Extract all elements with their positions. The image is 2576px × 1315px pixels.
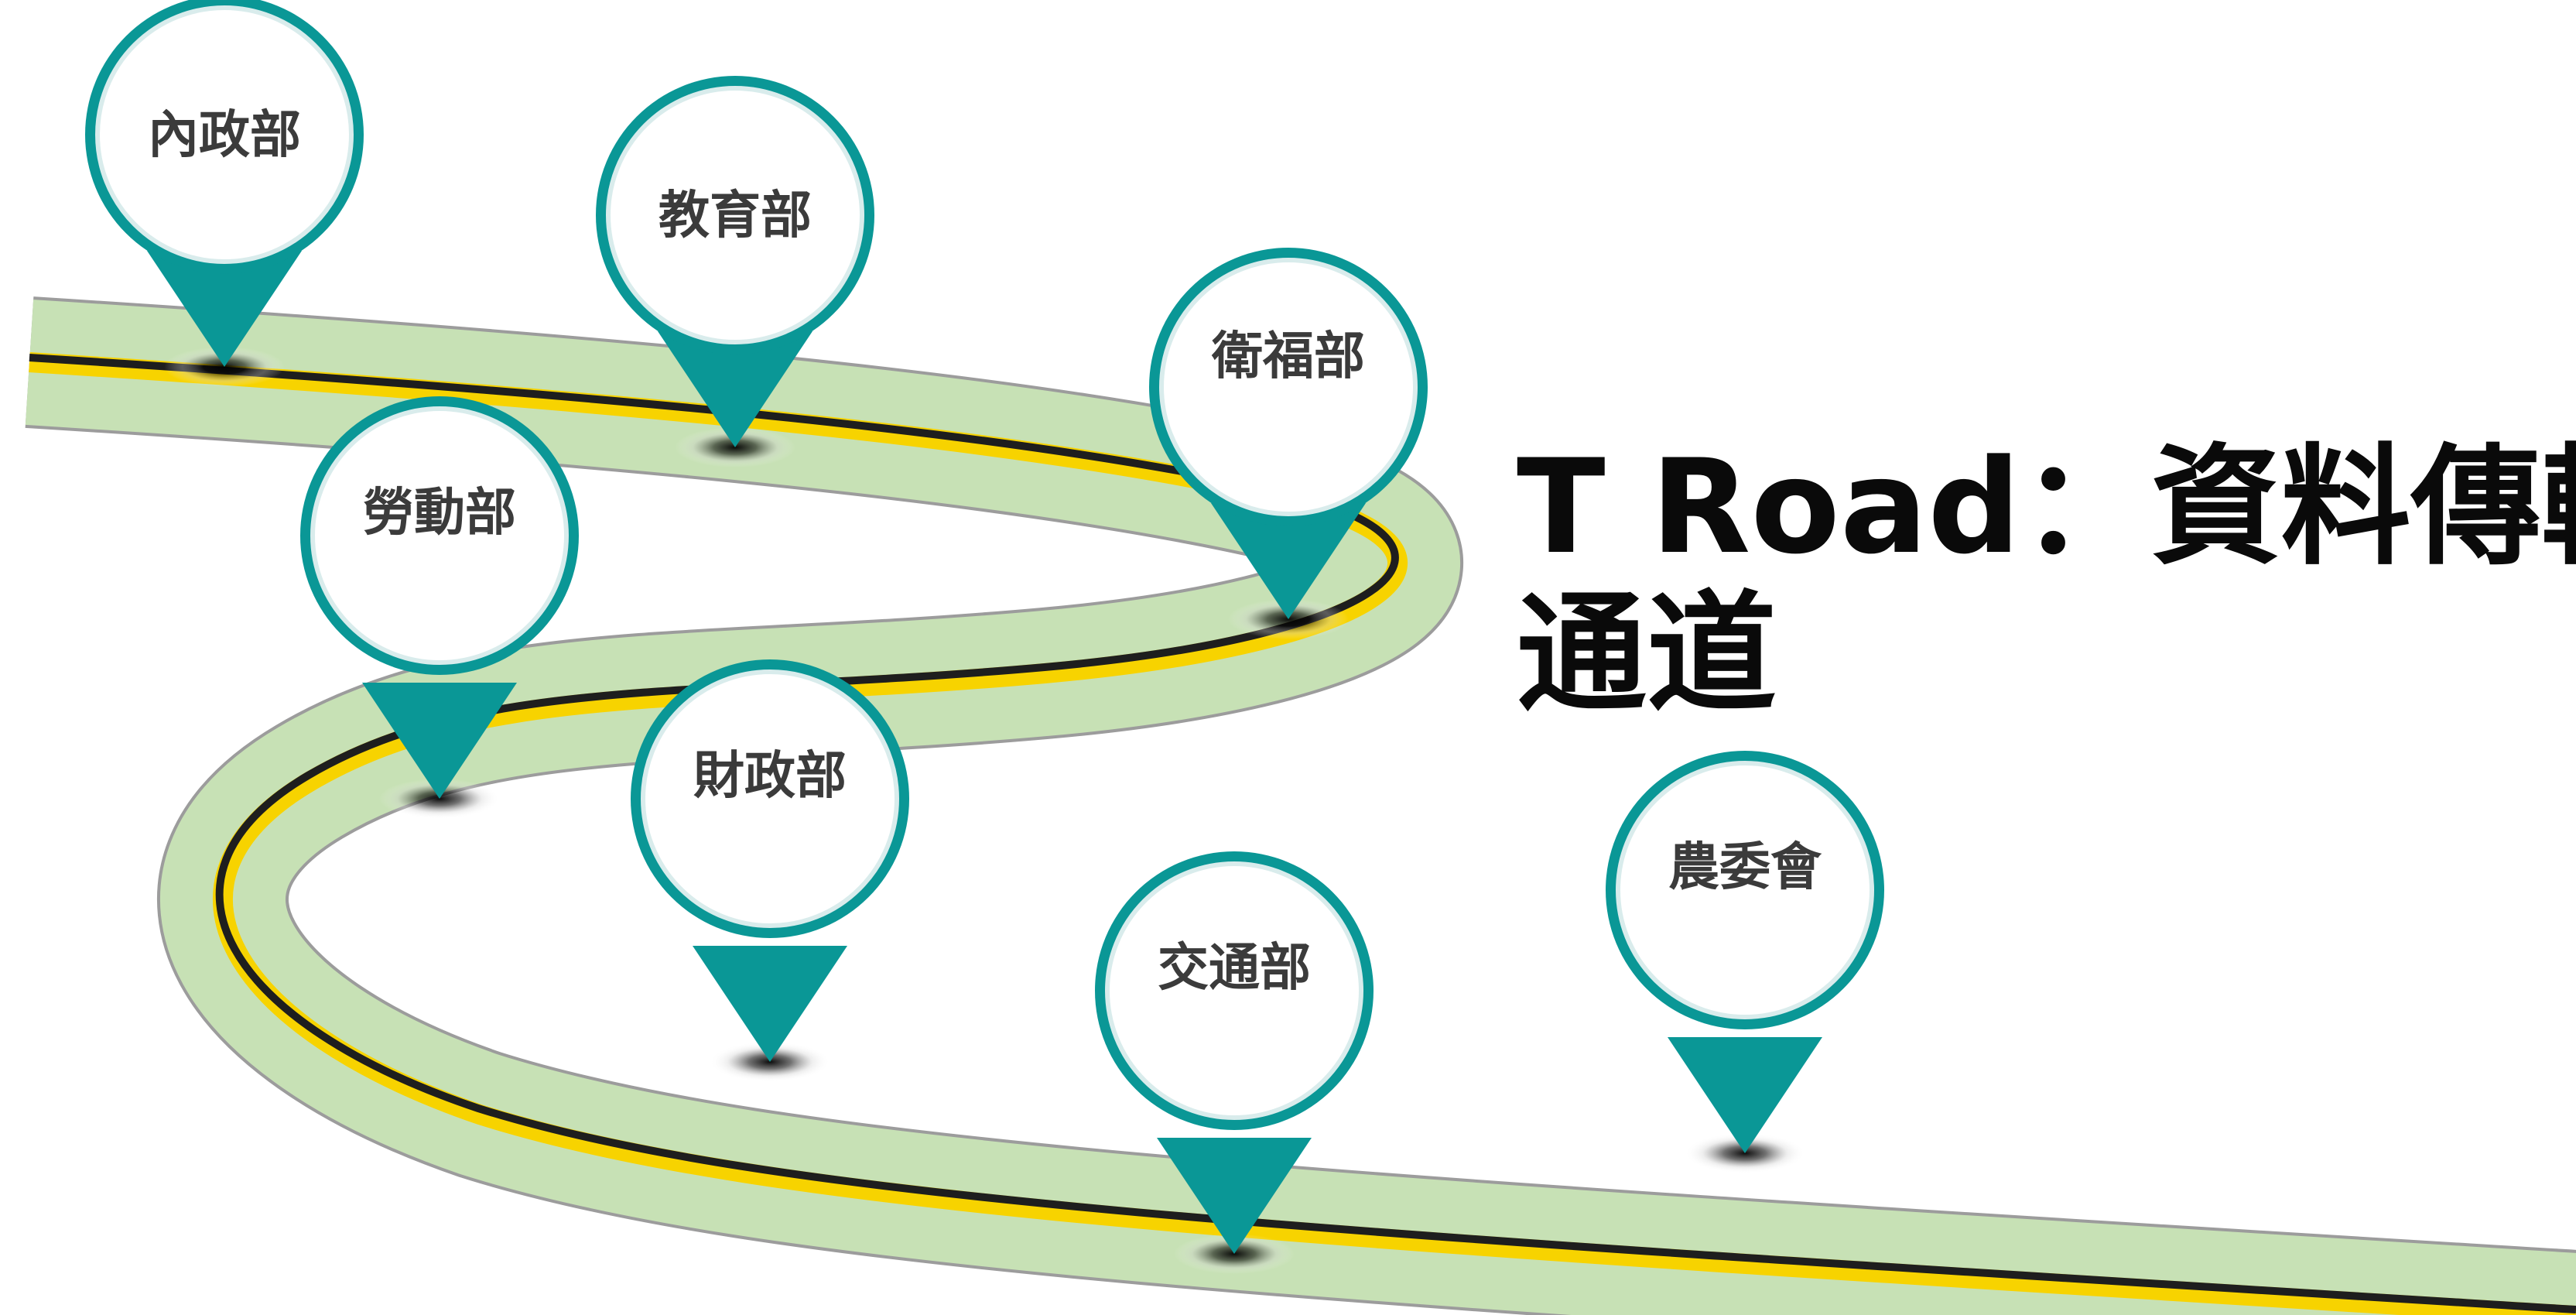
marker-label: 教育部 bbox=[659, 186, 812, 245]
road-center-line-dark bbox=[29, 354, 2576, 1313]
marker-face bbox=[310, 406, 569, 665]
location-marker-moi[interactable]: 內政部 bbox=[85, 0, 364, 387]
location-marker-mof[interactable]: 財政部 bbox=[631, 659, 909, 1082]
marker-label: 交通部 bbox=[1158, 938, 1311, 998]
marker-face bbox=[606, 86, 864, 344]
location-marker-moe[interactable]: 教育部 bbox=[596, 76, 874, 467]
marker-face bbox=[1105, 861, 1363, 1120]
map-pin-icon bbox=[693, 946, 847, 1062]
marker-face bbox=[641, 669, 899, 928]
map-pin-icon bbox=[1157, 1138, 1312, 1254]
marker-face bbox=[95, 5, 354, 264]
road-center-line-yellow bbox=[29, 352, 2576, 1315]
map-pin-icon bbox=[1668, 1037, 1822, 1153]
marker-label: 財政部 bbox=[693, 746, 847, 806]
title-line-1: T Road：資料傳輸 bbox=[1517, 431, 2576, 583]
location-marker-mohw[interactable]: 衛福部 bbox=[1149, 248, 1428, 639]
location-marker-mol[interactable]: 勞動部 bbox=[300, 396, 579, 819]
marker-label: 衛福部 bbox=[1211, 327, 1365, 386]
location-marker-coa[interactable]: 農委會 bbox=[1606, 751, 1884, 1173]
marker-label: 農委會 bbox=[1668, 837, 1822, 897]
title-line-2: 通道 bbox=[1517, 578, 1777, 730]
marker-label: 勞動部 bbox=[363, 483, 516, 543]
winding-road bbox=[25, 296, 2576, 1315]
map-pin-icon bbox=[362, 683, 517, 799]
marker-face bbox=[1159, 258, 1418, 516]
marker-label: 內政部 bbox=[148, 105, 301, 165]
marker-face bbox=[1616, 761, 1874, 1019]
map-pin-icon bbox=[658, 331, 812, 447]
location-marker-motc[interactable]: 交通部 bbox=[1095, 851, 1374, 1274]
page-title: T Road：資料傳輸 通道 bbox=[1517, 433, 2576, 728]
map-pin-icon bbox=[1211, 503, 1366, 619]
map-pin-icon bbox=[147, 251, 302, 367]
